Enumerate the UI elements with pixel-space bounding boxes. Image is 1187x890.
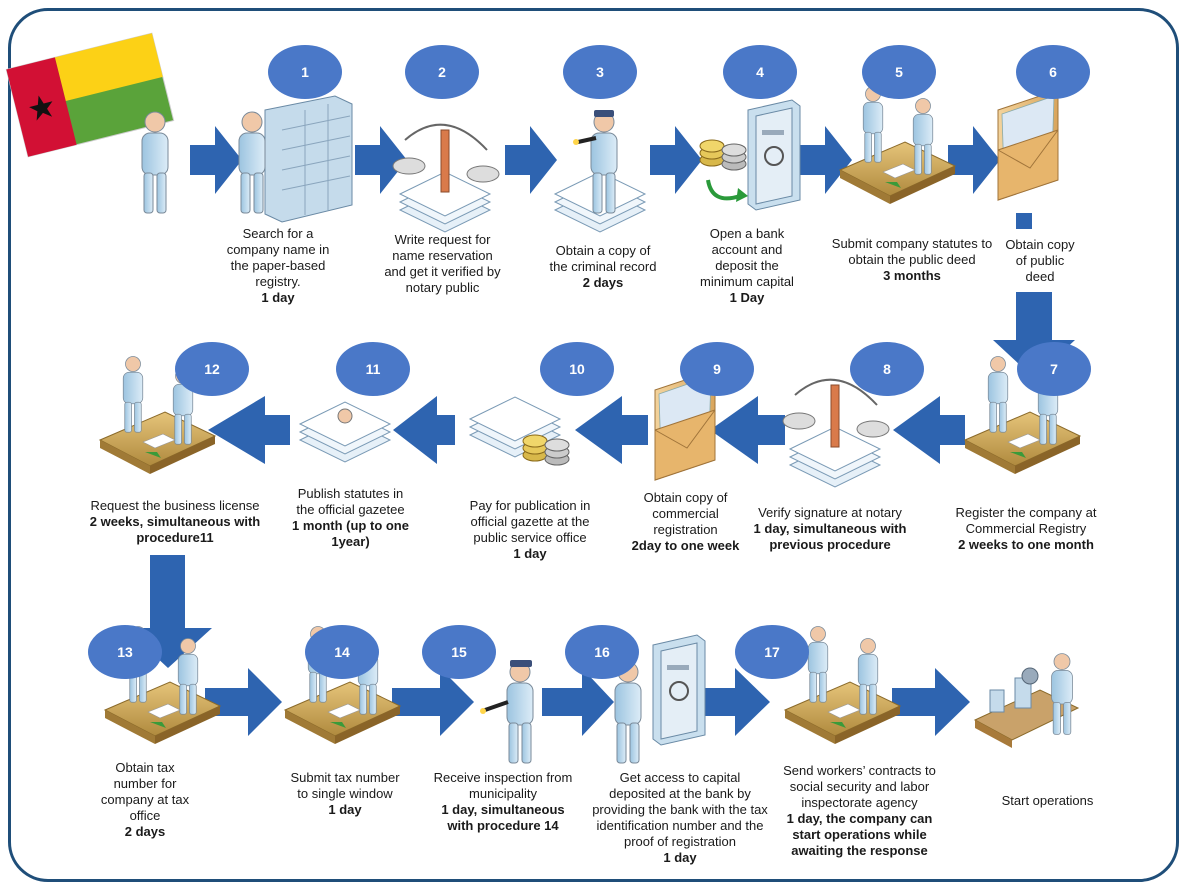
step-duration: 1 day, the company can start operations … [786,811,933,858]
step-text: Submit tax number to single window [290,770,400,801]
step-number-badge: 2 [405,45,479,99]
step-text: Verify signature at notary [758,505,902,520]
step-label: Open a bank account and deposit the mini… [692,226,802,306]
papers-coins-icon [469,396,570,466]
step-label: Obtain copy of commercial registration 2… [628,490,743,554]
step-text: Start operations [1001,793,1094,808]
step-duration: 3 months [883,268,941,283]
step-number-badge: 17 [735,625,809,679]
step-number-badge: 16 [565,625,639,679]
step-duration: 2 weeks to one month [958,537,1094,552]
step-label: Obtain tax number for company at tax off… [100,760,190,840]
step-number-badge: 3 [563,45,637,99]
step-label: Get access to capital deposited at the b… [590,770,770,866]
step-duration: 2day to one week [631,538,740,553]
step-label: Submit company statutes to obtain the pu… [828,236,996,284]
step-duration: 2 days [582,275,624,290]
step-number-badge: 7 [1017,342,1091,396]
step-text: Write request for name reservation and g… [384,232,501,295]
step-label: Request the business license 2 weeks, si… [65,498,285,546]
step-text: Send workers’ contracts to social securi… [783,763,936,810]
step-text: Receive inspection from municipality [433,770,573,801]
step-duration: 1 day, simultaneous with previous proced… [753,521,907,552]
step-label: Search for a company name in the paper-b… [218,226,338,306]
step-text: Obtain a copy of the criminal record [549,243,657,274]
step-number-badge: 10 [540,342,614,396]
step-duration: 1 day, simultaneous with procedure 14 [441,802,565,833]
scales-icon [783,380,889,487]
factory-icon [973,653,1080,748]
step-duration: 1 day [663,850,697,865]
coins-vault-icon [699,99,801,211]
step-text: Obtain tax number for company at tax off… [100,760,190,823]
meeting-desk-icon [840,87,955,205]
step-label: Obtain a copy of the criminal record 2 d… [548,243,658,291]
step-label: Pay for publication in official gazette … [455,498,605,562]
envelope-icon [997,89,1059,201]
scales-icon [393,125,499,232]
step-text: Register the company at Commercial Regis… [955,505,1097,536]
step-text: Publish statutes in the official gazetee [296,486,405,517]
step-text: Get access to capital deposited at the b… [592,770,768,849]
step-text: Obtain copy of public deed [1005,237,1075,284]
step-number-badge: 13 [88,625,162,679]
step-number-badge: 8 [850,342,924,396]
step-number-badge: 4 [723,45,797,99]
step-number-badge: 5 [862,45,936,99]
step-text: Open a bank account and deposit the mini… [700,226,794,289]
archive-cabinet-icon [238,95,353,223]
papers-icon [299,401,391,463]
step-number-badge: 9 [680,342,754,396]
step-duration: 1 day [328,802,362,817]
step-text: Search for a company name in the paper-b… [226,226,330,289]
final-step-label: Start operations [975,793,1120,809]
step-duration: 1 day [513,546,547,561]
step-number-badge: 12 [175,342,249,396]
step-label: Receive inspection from municipality 1 d… [428,770,578,834]
step-text: Pay for publication in official gazette … [469,498,591,545]
step-number-badge: 15 [422,625,496,679]
step-duration: 1 month (up to one 1year) [292,518,409,549]
step-duration: 1 day [261,290,295,305]
person-icon [141,111,169,214]
step-label: Register the company at Commercial Regis… [940,505,1112,553]
step-duration: 2 days [124,824,166,839]
step-label: Write request for name reservation and g… [380,232,505,296]
step-duration: 1 Day [729,290,765,305]
officer-icon [480,660,534,764]
step-label: Verify signature at notary 1 day, simult… [745,505,915,553]
step-number-badge: 6 [1016,45,1090,99]
step-text: Submit company statutes to obtain the pu… [831,236,993,267]
step-number-badge: 1 [268,45,342,99]
step-label: Submit tax number to single window 1 day [290,770,400,818]
step-text: Obtain copy of commercial registration [643,490,728,537]
step-label: Publish statutes in the official gazetee… [288,486,413,550]
step-label: Obtain copy of public deed [1005,237,1075,285]
step-duration: 2 weeks, simultaneous with procedure11 [89,514,261,545]
step-label: Send workers’ contracts to social securi… [772,763,947,859]
step-number-badge: 14 [305,625,379,679]
step-text: Request the business license [90,498,260,513]
officer-icon [555,110,645,232]
step-number-badge: 11 [336,342,410,396]
